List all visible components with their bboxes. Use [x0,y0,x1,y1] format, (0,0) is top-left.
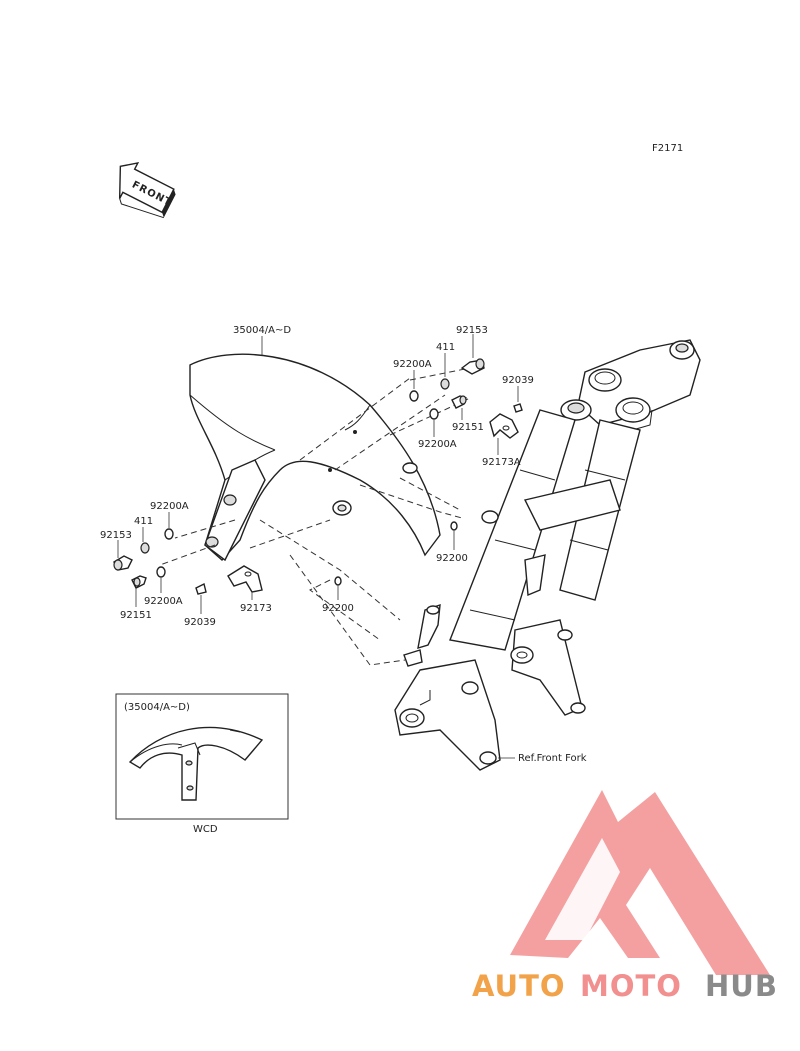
label-grommet-right-b: 92200A [418,439,457,450]
label-bolt-left: 92153 [100,530,132,541]
automotohub-logo: AUTO MOTO HUB [472,790,778,1003]
label-fender: 35004/A~D [233,325,291,336]
left-fork-tube [449,409,576,651]
washer-411-right [440,378,450,390]
grommet-92200a-right-b [429,408,439,420]
screw-92039-right [513,403,523,413]
logo-text-auto: AUTO [472,969,566,1003]
label-bolt-right-b: 92151 [452,422,484,433]
label-washer-left: 411 [134,516,153,527]
grommet-92200-center [450,521,458,531]
label-washer-right: 411 [436,342,455,353]
label-clamp-left: 92173 [240,603,272,614]
clamp-92173-left [227,565,263,593]
logo-text-hub: HUB [705,969,778,1003]
label-screw-right: 92039 [502,375,534,386]
inset-variant: (35004/A~D) WCD [115,693,289,835]
label-grommet-left-a: 92200A [150,501,189,512]
screw-92039-left [195,582,207,595]
label-bolt-left-b: 92151 [120,610,152,621]
grommet-92200-lower [334,576,342,586]
bolt-92153-left [113,555,133,571]
inset-title: (35004/A~D) [124,702,190,713]
label-grommet-center: 92200 [436,553,468,564]
label-grommet-lower: 92200 [322,603,354,614]
inset-caption: WCD [193,824,218,835]
label-fork-ref: Ref.Front Fork [518,753,587,764]
bolt-92151-left [131,575,147,589]
front-arrow-icon: FRONT [118,161,176,219]
grommet-92200a-left-b [156,566,166,578]
label-clamp-right: 92173A [482,457,521,468]
label-grommet-right-a: 92200A [393,359,432,370]
label-screw-left: 92039 [184,617,216,628]
washer-411-left [140,542,150,554]
front-fender [189,353,441,562]
label-grommet-left-b: 92200A [144,596,183,607]
front-fork [394,339,701,771]
logo-text-moto: MOTO [580,969,682,1003]
clamp-92173a-right [489,413,519,439]
grommet-92200a-left-a [164,528,174,540]
diagram-code: F2171 [652,143,683,154]
bolt-92151-right [451,395,467,409]
grommet-92200a-right-a [409,390,419,402]
bolt-92153-right [460,358,485,375]
label-bolt-right: 92153 [456,325,488,336]
